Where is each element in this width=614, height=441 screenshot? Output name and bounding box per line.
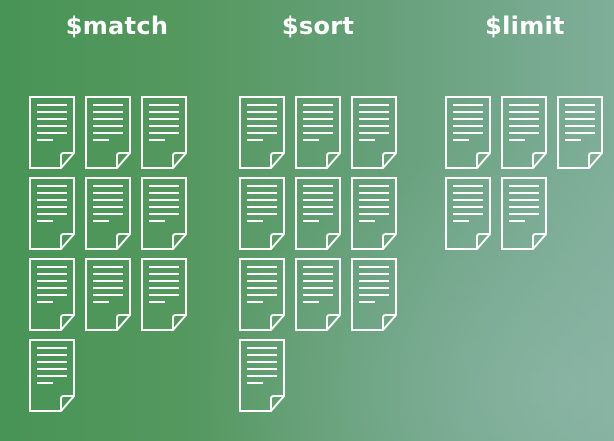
document-icon [501, 177, 547, 250]
document-icon [29, 339, 75, 412]
document-icon [141, 96, 187, 169]
document-icon [351, 177, 397, 250]
document-icon [85, 96, 131, 169]
document-icon [351, 96, 397, 169]
document-icon [29, 258, 75, 331]
sort-stage-label: $sort [281, 12, 355, 40]
document-icon [29, 177, 75, 250]
document-icon [351, 258, 397, 331]
document-icon [141, 177, 187, 250]
document-icon [295, 177, 341, 250]
sort-stage-documents [239, 96, 397, 412]
match-stage-documents [29, 96, 187, 412]
document-icon [239, 177, 285, 250]
document-icon [85, 258, 131, 331]
document-icon [239, 258, 285, 331]
limit-stage-documents [445, 96, 603, 250]
document-icon [141, 258, 187, 331]
document-icon [29, 96, 75, 169]
match-stage-label: $match [65, 12, 169, 40]
document-icon [85, 177, 131, 250]
document-icon [295, 96, 341, 169]
limit-stage-label: $limit [485, 12, 565, 40]
document-icon [445, 96, 491, 169]
document-icon [239, 339, 285, 412]
document-icon [295, 258, 341, 331]
document-icon [445, 177, 491, 250]
document-icon [239, 96, 285, 169]
document-icon [501, 96, 547, 169]
document-icon [557, 96, 603, 169]
